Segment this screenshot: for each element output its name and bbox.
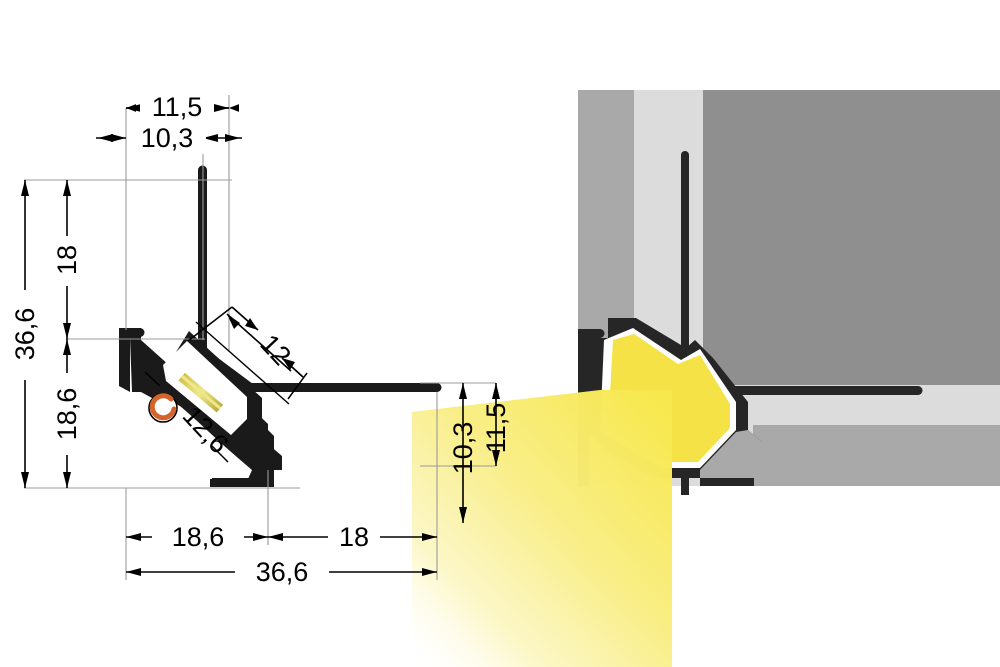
- dim-right-11-5: 11,5: [481, 383, 511, 466]
- dim-12-leader-lower: [281, 357, 308, 400]
- render-horizontal-fin: [689, 386, 923, 395]
- section-inner-cavity: [163, 341, 247, 435]
- profile-cross-section: [119, 165, 442, 487]
- dim-left-18-6: 18,6: [51, 339, 83, 488]
- dim-left-18: 18: [51, 180, 83, 339]
- dim-bottom-36-6: 36,6: [126, 555, 437, 589]
- ceiling-block-dark: [703, 90, 1000, 385]
- dim-label-bottom-18-6: 18,6: [172, 522, 225, 552]
- light-beam-cone-soft: [412, 392, 672, 667]
- dim-label-left-36-6: 36,6: [10, 308, 40, 361]
- dimension-annotations: 11,5 10,3 36,6: [9, 92, 511, 589]
- section-horizontal-fin: [243, 383, 442, 392]
- section-profile-main: [130, 328, 170, 388]
- dim-12-leader-upper: [187, 306, 259, 342]
- dim-label-right-10-3: 10,3: [448, 422, 478, 475]
- dim-label-top-10-3: 10,3: [141, 123, 194, 153]
- arc-symbol-icon: [148, 393, 178, 423]
- dim-label-top-11-5: 11,5: [152, 92, 203, 122]
- dim-label-right-11-5: 11,5: [481, 403, 511, 454]
- led-strip-highlight: [180, 375, 222, 410]
- light-beam: [412, 390, 672, 667]
- dim-right-10-3: 10,3: [448, 383, 478, 523]
- dim-diagonal-12: 12: [187, 306, 308, 405]
- dim-label-bottom-18: 18: [339, 522, 369, 552]
- section-left-return-lip: [119, 328, 145, 392]
- dim-label-left-18-6: 18,6: [52, 388, 82, 441]
- dim-left-36-6: 36,6: [9, 180, 41, 488]
- dim-top-11-5: 11,5: [126, 92, 239, 124]
- dim-label-left-18: 18: [52, 245, 82, 275]
- led-strip: [178, 372, 224, 413]
- render-shadow-wedge: [700, 430, 762, 486]
- dim-label-bottom-36-6: 36,6: [256, 557, 309, 587]
- dim-top-10-3: 10,3: [96, 122, 242, 154]
- dim-bottom-18: 18: [268, 520, 437, 554]
- dim-bottom-18-6: 18,6: [126, 520, 268, 554]
- wall-block-mid-lower: [753, 425, 1000, 486]
